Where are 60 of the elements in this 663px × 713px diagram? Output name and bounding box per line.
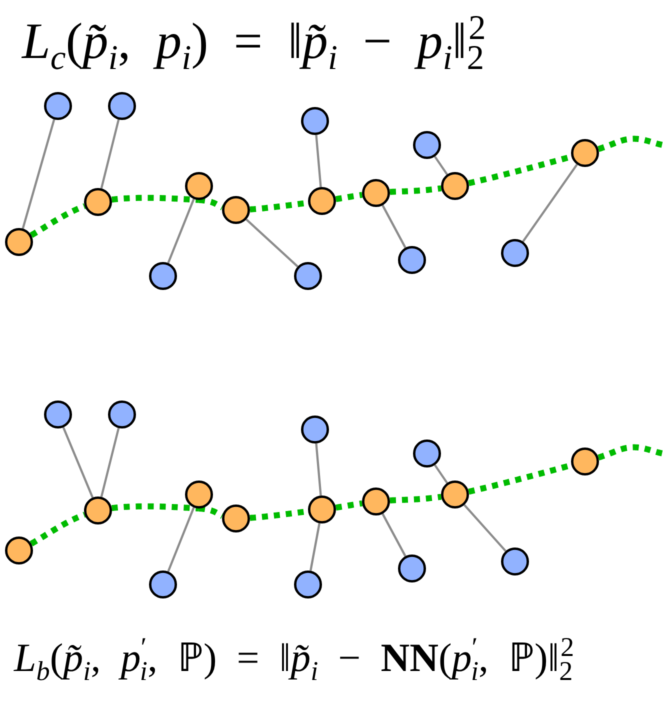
connector-line [382, 513, 406, 557]
data-point [44, 92, 72, 120]
data-point [301, 416, 329, 444]
connector-line [100, 428, 120, 498]
curve-point [362, 488, 390, 516]
data-point [413, 440, 441, 468]
connector-line [62, 427, 94, 498]
data-point [108, 400, 136, 428]
curve-point [5, 228, 33, 256]
data-point [301, 107, 329, 135]
curve-point [362, 179, 390, 207]
connector-line [167, 507, 195, 572]
dotted-curve [197, 197, 225, 210]
dotted-curve [28, 512, 87, 546]
curve-point [185, 480, 213, 508]
dotted-curve [197, 506, 225, 519]
dotted-curve [596, 136, 663, 152]
data-point [398, 554, 426, 582]
data-point [149, 570, 177, 598]
curve-point [5, 536, 33, 564]
connector-line [434, 464, 448, 484]
dotted-curve [333, 192, 364, 202]
curve-point [185, 172, 213, 200]
data-point [108, 92, 136, 120]
curve-point [84, 188, 112, 216]
connector-line [100, 119, 120, 189]
connector-line [167, 198, 195, 264]
connector-line [382, 204, 406, 248]
data-point [294, 570, 322, 598]
curve-point [441, 480, 469, 508]
connector-line [309, 523, 321, 571]
connector-line [246, 218, 298, 268]
curve-point [571, 139, 599, 167]
curve-point [84, 496, 112, 524]
dotted-curve [388, 494, 444, 504]
data-point [413, 131, 441, 159]
connector-line [315, 443, 322, 496]
curve-point [441, 172, 469, 200]
dotted-curve [388, 185, 444, 195]
dotted-curve [28, 203, 87, 238]
data-point [44, 400, 72, 428]
data-point [501, 548, 529, 576]
dotted-curve [110, 194, 201, 203]
curve-point [222, 504, 250, 532]
dotted-curve [333, 500, 364, 511]
data-point [149, 262, 177, 290]
curve-point [308, 496, 336, 524]
data-point [398, 246, 426, 274]
dotted-curve [110, 503, 201, 512]
curve-point [222, 196, 250, 224]
curve-point [571, 448, 599, 476]
curve-point [308, 187, 336, 215]
connector-line [522, 164, 578, 242]
connector-line [434, 156, 448, 176]
connector-line [464, 504, 506, 552]
connector-line [22, 119, 56, 229]
data-point [294, 262, 322, 290]
connector-line [315, 134, 322, 188]
dotted-curve [596, 444, 663, 460]
data-point [501, 239, 529, 267]
